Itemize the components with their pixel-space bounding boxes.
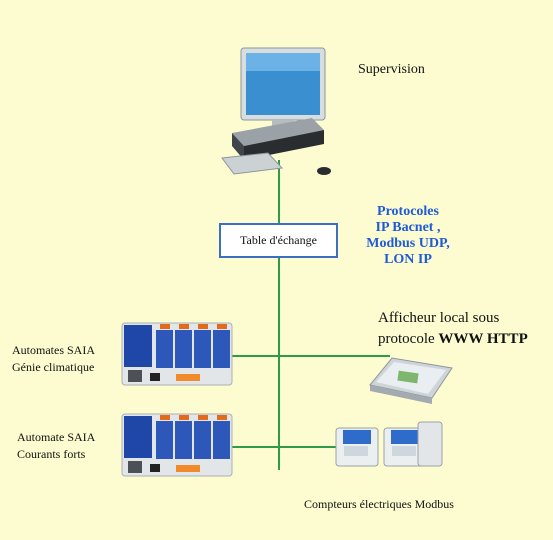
exchange-table-label: Table d'échange: [240, 233, 317, 247]
modbus-meter-icon: [335, 427, 379, 467]
supervision-label: Supervision: [358, 62, 425, 77]
saia-controller-climate-icon: [121, 322, 233, 386]
meters-label: Compteurs électriques Modbus: [304, 497, 454, 511]
controller-power-line1: Automate SAIA: [17, 430, 96, 444]
controller-power-label: Automate SAIA Courants forts: [17, 429, 95, 463]
protocol-modbus: Modbus UDP,: [366, 236, 450, 251]
modbus-module-icon: [417, 421, 443, 467]
connector-lines: [232, 160, 390, 470]
protocols-title: Protocoles: [377, 204, 439, 219]
protocol-lon: LON IP: [384, 252, 432, 267]
protocols-text: Protocoles IP Bacnet , Modbus UDP, LON I…: [358, 204, 458, 268]
local-display-protocol: WWW HTTP: [438, 331, 528, 347]
protocol-bacnet: IP Bacnet ,: [375, 220, 441, 235]
exchange-table-box: Table d'échange: [219, 223, 338, 258]
local-display-prefix: protocole: [378, 331, 439, 347]
controller-climate-line1: Automates SAIA: [12, 343, 95, 357]
web-display-panel-icon: [369, 357, 453, 404]
local-display-line2: protocole WWW HTTP: [378, 329, 528, 350]
controller-climate-line2: Génie climatique: [12, 360, 95, 374]
controller-power-line2: Courants forts: [17, 447, 86, 461]
saia-controller-power-icon: [121, 413, 233, 477]
controller-climate-label: Automates SAIA Génie climatique: [12, 342, 95, 376]
local-display-line1: Afficheur local sous: [378, 310, 500, 326]
local-display-label: Afficheur local sous protocole WWW HTTP: [378, 308, 528, 350]
computer-icon: [221, 47, 331, 175]
